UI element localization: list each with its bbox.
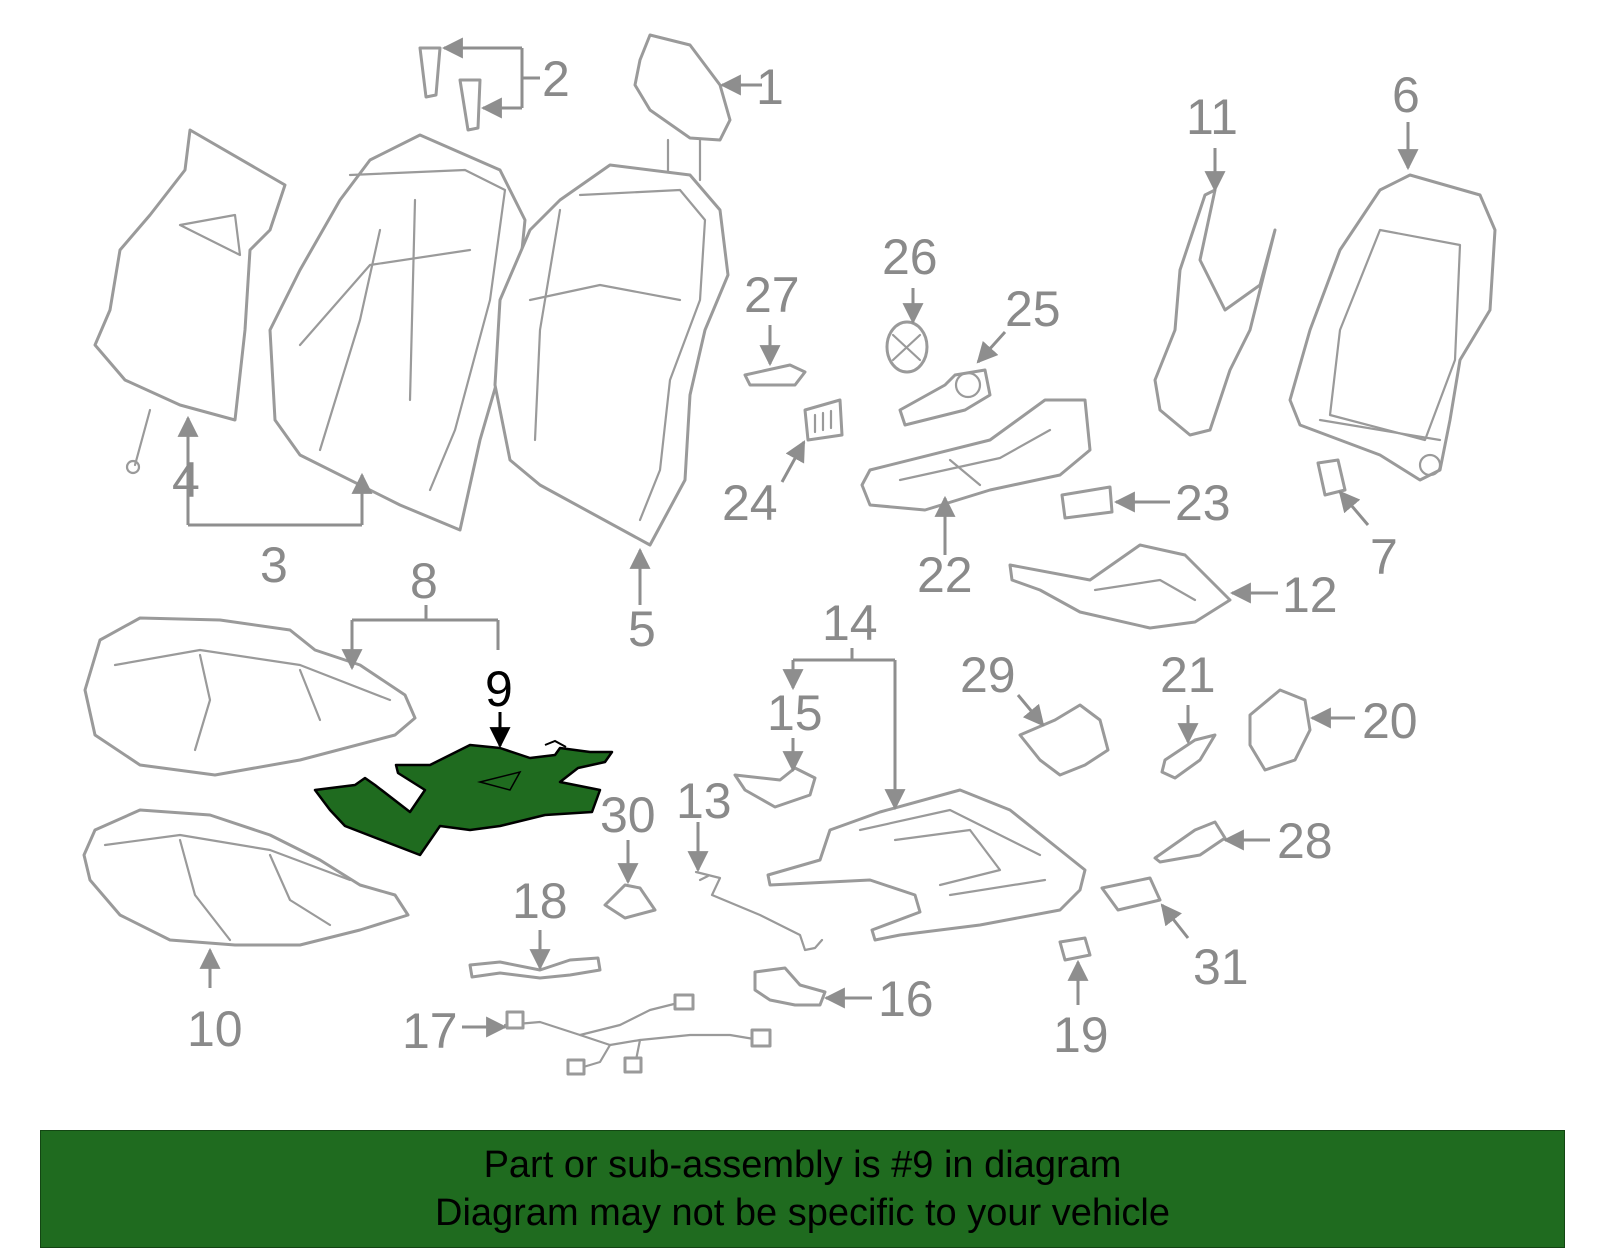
callout-15: 15 xyxy=(767,685,823,741)
part-2-headrest-guides xyxy=(418,46,482,132)
callout-4: 4 xyxy=(172,452,200,508)
part-25-recliner-knob xyxy=(898,368,992,427)
part-31-bracket xyxy=(1100,876,1162,912)
callout-8: 8 xyxy=(410,553,438,609)
part-20-cover xyxy=(1248,688,1312,772)
part-7-bracket xyxy=(1316,458,1347,497)
callout-30: 30 xyxy=(600,787,656,843)
callout-5: 5 xyxy=(628,601,656,657)
callout-19: 19 xyxy=(1053,1007,1109,1063)
part-28-bracket xyxy=(1153,820,1227,864)
callout-1: 1 xyxy=(756,59,784,115)
callout-10: 10 xyxy=(187,1001,243,1057)
part-12-lumbar xyxy=(1008,543,1232,630)
part-15-cover xyxy=(733,766,817,809)
callout-6: 6 xyxy=(1392,67,1420,123)
part-22-side-shield xyxy=(860,398,1092,512)
callout-11: 11 xyxy=(1186,89,1238,145)
callout-26: 26 xyxy=(882,229,938,285)
callout-14: 14 xyxy=(822,595,878,651)
part-5-seatback-pad xyxy=(493,163,730,547)
info-banner: Part or sub-assembly is #9 in diagram Di… xyxy=(40,1130,1565,1248)
part-14-seat-track xyxy=(766,788,1087,942)
part-9-seat-cushion-heater xyxy=(313,739,614,857)
part-30-cap xyxy=(603,883,657,920)
callout-25: 25 xyxy=(1005,281,1061,337)
leader-lines xyxy=(177,37,1419,1038)
callout-9-highlighted: 9 xyxy=(485,661,513,717)
part-6-seatback-frame xyxy=(1288,173,1497,482)
banner-line-disclaimer: Diagram may not be specific to your vehi… xyxy=(435,1192,1170,1234)
callout-labels: 1 2 3 4 5 6 7 8 9 10 11 12 13 14 15 16 1… xyxy=(172,51,1420,1063)
callout-17: 17 xyxy=(402,1003,458,1059)
callout-29: 29 xyxy=(960,647,1016,703)
part-24-connector xyxy=(803,398,844,442)
part-11-side-bracket xyxy=(1153,188,1277,437)
part-1-headrest xyxy=(633,33,732,182)
seat-parts-diagram: 1 2 3 4 5 6 7 8 9 10 11 12 13 14 15 16 1… xyxy=(82,33,1497,1076)
part-4-seatback-heater xyxy=(93,128,287,475)
callout-20: 20 xyxy=(1362,693,1418,749)
callout-23: 23 xyxy=(1175,475,1231,531)
part-3-seatback-cover xyxy=(268,133,527,532)
part-26-cap xyxy=(885,320,929,374)
part-16-switch xyxy=(753,966,827,1007)
callout-3: 3 xyxy=(260,537,288,593)
part-23-bracket xyxy=(1060,485,1114,520)
callout-21: 21 xyxy=(1160,647,1216,703)
part-29-bracket xyxy=(1018,703,1110,777)
part-18-harness-clip xyxy=(468,956,602,980)
callout-7: 7 xyxy=(1370,529,1398,585)
callout-12: 12 xyxy=(1282,567,1338,623)
callout-24: 24 xyxy=(722,475,778,531)
callout-28: 28 xyxy=(1277,813,1333,869)
part-13-rod xyxy=(694,870,824,952)
callout-22: 22 xyxy=(917,547,973,603)
part-10-seat-cushion-pad xyxy=(82,808,410,947)
banner-line-part-info: Part or sub-assembly is #9 in diagram xyxy=(483,1144,1122,1186)
part-17-wire-harness xyxy=(503,993,772,1076)
callout-13: 13 xyxy=(676,773,732,829)
callout-16: 16 xyxy=(878,971,934,1027)
callout-18: 18 xyxy=(512,873,568,929)
callout-2: 2 xyxy=(542,51,570,107)
part-19-block xyxy=(1058,936,1092,962)
part-8-seat-cushion-cover xyxy=(83,616,417,777)
part-27-clip xyxy=(743,363,807,387)
callout-31: 31 xyxy=(1193,939,1249,995)
callout-27: 27 xyxy=(744,267,800,323)
